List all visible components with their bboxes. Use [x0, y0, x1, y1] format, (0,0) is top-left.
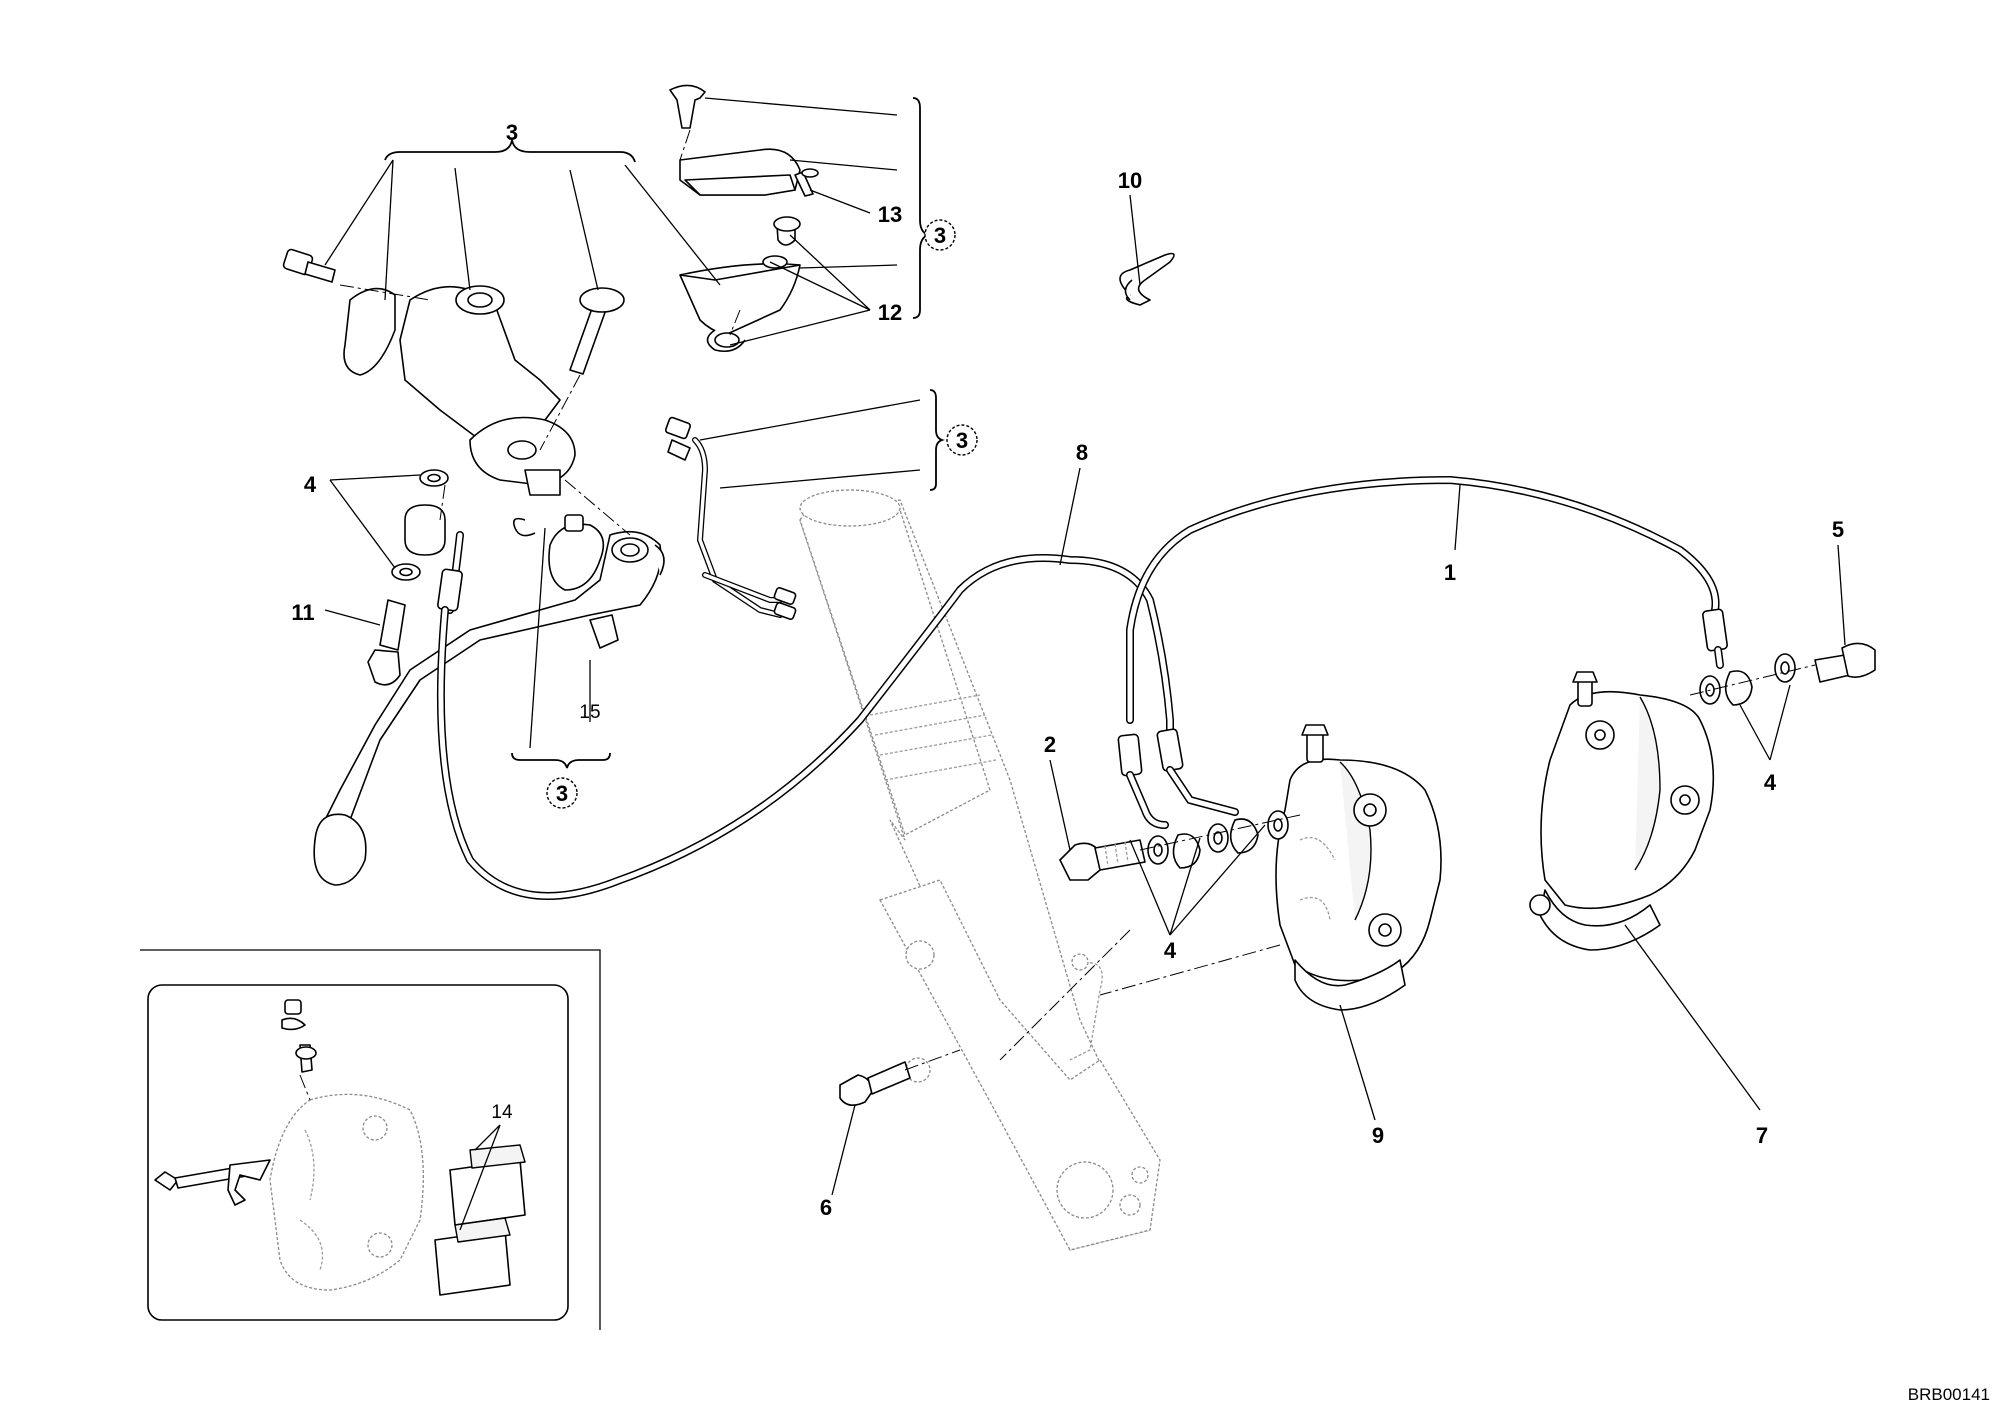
group-reference-circle [924, 219, 956, 251]
callout-13: 13 [878, 202, 902, 227]
brake-pad [449, 1159, 526, 1226]
bushing [404, 504, 446, 556]
left-brake-caliper [1275, 724, 1442, 1011]
callout-4-left: 4 [304, 472, 317, 497]
cap-bolt [794, 171, 814, 197]
brake-lever [314, 530, 662, 861]
fork-leg [799, 489, 1161, 1251]
callout-9: 9 [1372, 1123, 1384, 1148]
callout-2: 2 [1044, 732, 1056, 757]
callout-3-master-group: 3 [506, 120, 518, 145]
callout-14: 14 [491, 1102, 513, 1123]
callout-7: 7 [1756, 1123, 1768, 1148]
caliper-bolt-stack-left [1059, 810, 1301, 881]
group-reference-circle [946, 424, 978, 456]
right-brake-caliper [1529, 671, 1715, 951]
callout-6: 6 [820, 1195, 832, 1220]
callout-4-middle: 4 [1164, 938, 1177, 963]
callout-3-reservoir-group: 3 [934, 223, 946, 248]
brake-hoses [436, 475, 1728, 900]
reservoir-screw [669, 84, 706, 129]
callout-3-lever-group: 3 [556, 781, 568, 806]
callout-11: 11 [291, 600, 314, 625]
reservoir-assembly [669, 84, 819, 353]
brake-light-switch [548, 523, 605, 591]
callout-10: 10 [1118, 168, 1142, 193]
caliper-mount-bolt [839, 1049, 961, 1106]
hose-clamp [1119, 252, 1175, 306]
caliper-bolt-stack-right [1689, 642, 1876, 706]
leader-lines [299, 97, 1846, 1231]
clamp-bolt [282, 248, 336, 283]
group-reference-circle [546, 777, 578, 809]
detail-inset [140, 949, 601, 1330]
switch-wire [664, 416, 797, 621]
master-cylinder-assembly [282, 248, 665, 886]
callout-12: 12 [878, 300, 902, 325]
banjo-bolt [367, 599, 406, 686]
reservoir-body [679, 262, 801, 336]
callout-1: 1 [1444, 560, 1456, 585]
callout-15: 15 [579, 702, 600, 723]
callout-8: 8 [1076, 440, 1088, 465]
clamp-half [343, 287, 396, 376]
callout-3-wire-group: 3 [956, 428, 968, 453]
callout-5: 5 [1832, 517, 1844, 542]
drawing-code: BRB00141 [1908, 1385, 1990, 1404]
callout-4-right: 4 [1764, 770, 1777, 795]
